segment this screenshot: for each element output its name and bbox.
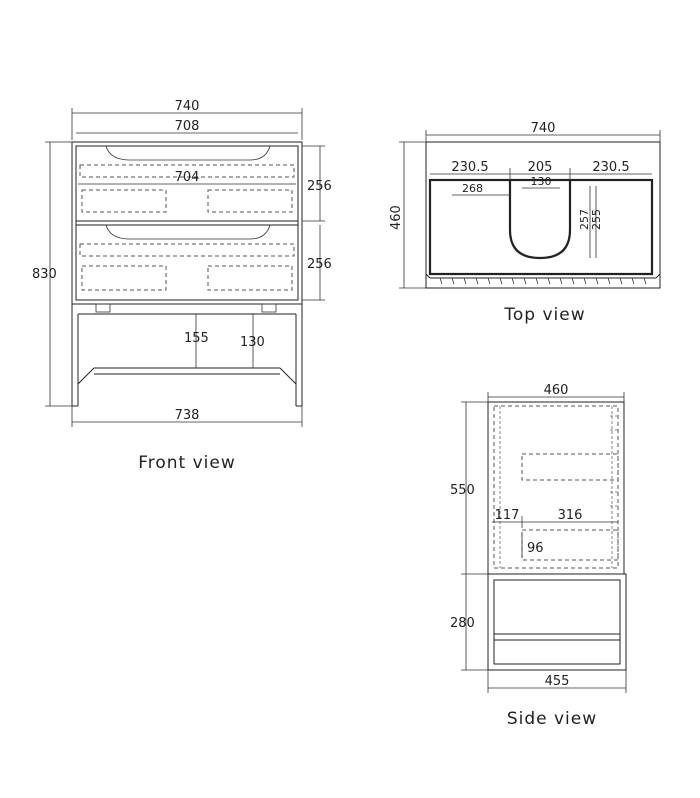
top-dim-cutout-width: 130 — [531, 175, 552, 188]
front-dim-inner-width: 708 — [175, 119, 200, 134]
top-view: 740 230.5 205 230.5 268 130 257 255 460 … — [389, 121, 661, 325]
top-dim-left-offset: 268 — [462, 182, 483, 195]
side-base-frame — [487, 573, 627, 671]
side-view-caption: Side view — [507, 709, 597, 729]
side-dim-base-depth: 455 — [545, 674, 570, 689]
front-dim-base-width: 738 — [175, 408, 200, 423]
top-dim-cutout-depth-a: 257 — [578, 209, 591, 230]
front-dim-overall-height: 830 — [32, 267, 57, 282]
top-view-hatch — [439, 277, 647, 285]
top-drawer-handle — [105, 145, 271, 161]
side-dim-base-height: 280 — [450, 616, 475, 631]
side-dim-cabinet-height: 550 — [450, 483, 475, 498]
front-cabinet-outline — [71, 141, 303, 305]
top-dim-right-segment: 230.5 — [592, 160, 629, 175]
bottom-drawer-handle — [105, 224, 271, 240]
top-dim-left-segment: 230.5 — [451, 160, 488, 175]
front-view: 740 708 704 256 256 830 155 130 738 Fron… — [32, 99, 332, 473]
front-dim-shelf-height: 130 — [240, 335, 265, 350]
front-dim-drawer-width: 704 — [175, 170, 200, 185]
front-dim-bottom-drawer-height: 256 — [307, 257, 332, 272]
side-dim-overall-depth: 460 — [544, 383, 569, 398]
side-dim-inner-depth: 316 — [558, 508, 583, 523]
top-drawer-box — [428, 178, 654, 276]
front-dim-top-drawer-height: 256 — [307, 179, 332, 194]
top-plumbing-cutout — [508, 180, 572, 260]
top-dim-cutout-depth-b: 255 — [590, 209, 603, 230]
top-dim-overall-width: 740 — [531, 121, 556, 136]
top-cabinet-outline — [425, 141, 661, 289]
front-cabinet-inner-outline — [75, 145, 299, 301]
top-dim-center-segment: 205 — [528, 160, 553, 175]
side-view: 460 550 117 316 96 280 455 Side view — [450, 383, 627, 729]
front-dim-overall-width: 740 — [175, 99, 200, 114]
side-cabinet-outline — [487, 401, 625, 575]
front-view-caption: Front view — [138, 453, 236, 473]
side-dim-front-offset: 117 — [495, 508, 520, 523]
top-view-caption: Top view — [503, 305, 585, 325]
side-dim-inner-height: 96 — [527, 541, 544, 556]
front-dim-base-height: 155 — [184, 331, 209, 346]
top-dim-depth: 460 — [389, 205, 404, 230]
